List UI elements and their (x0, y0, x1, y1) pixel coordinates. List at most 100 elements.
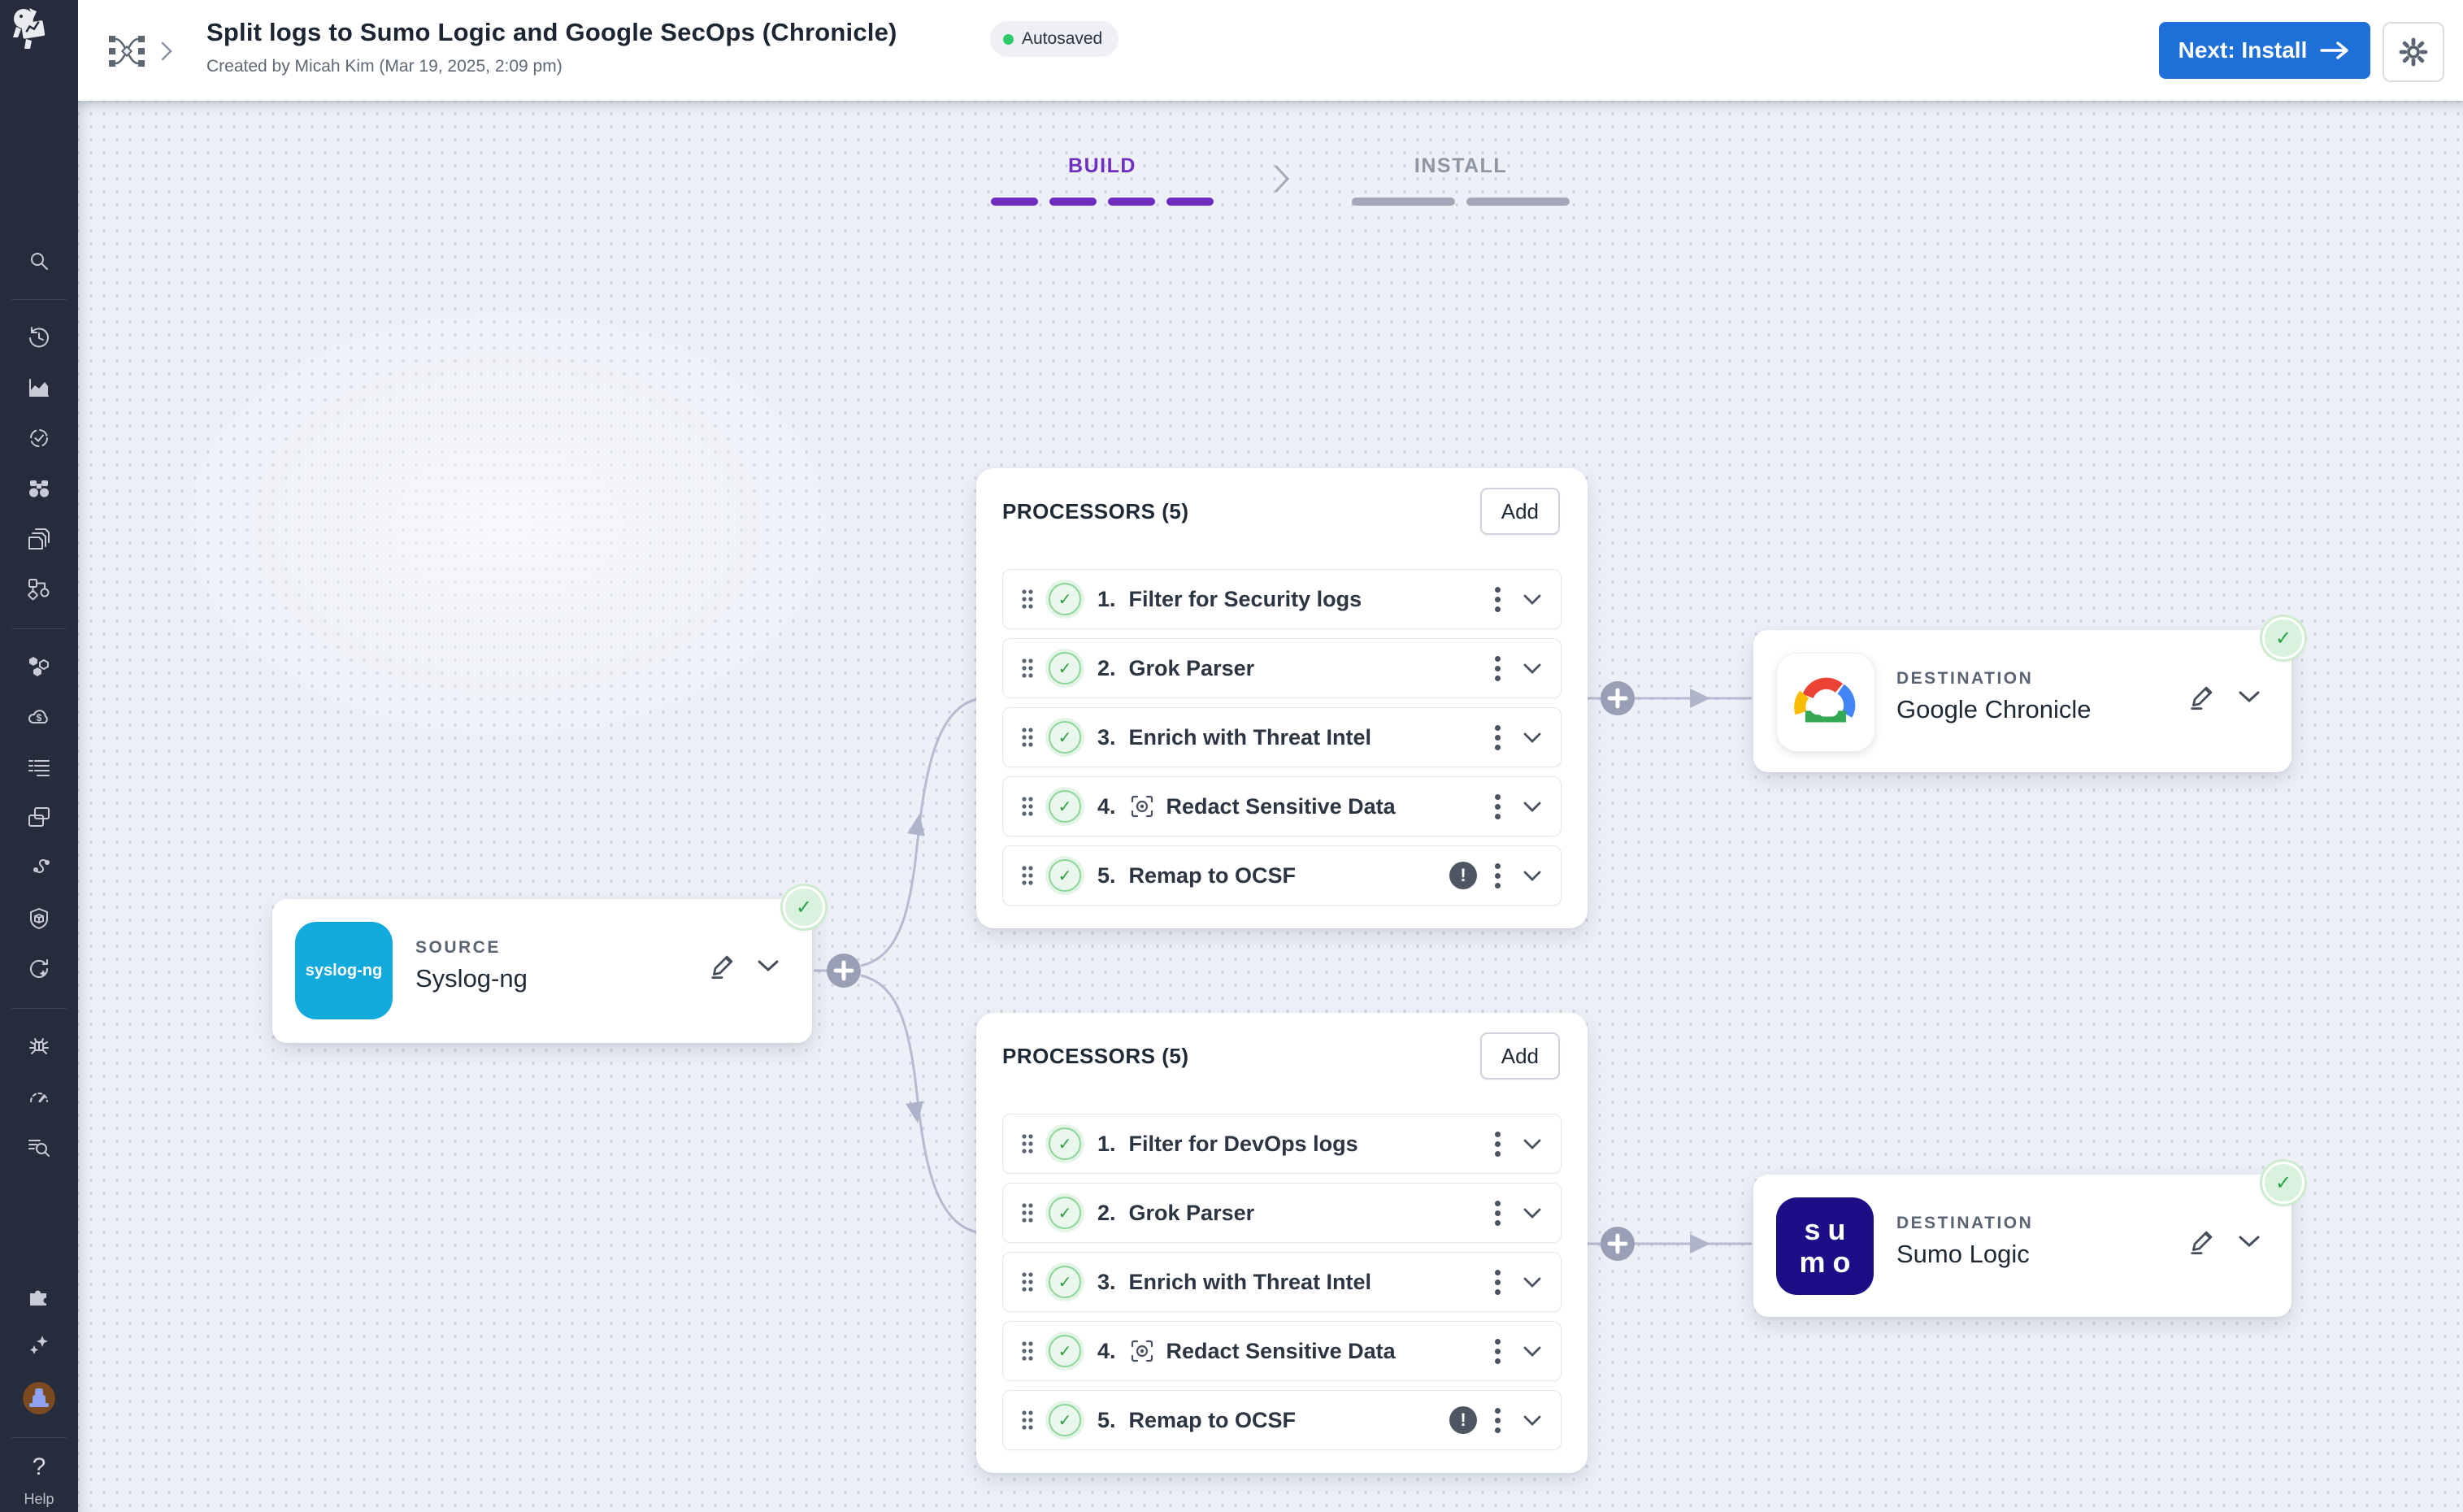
layers-icon[interactable] (27, 527, 51, 551)
connection-edges (814, 681, 1752, 1261)
kebab-menu-icon[interactable] (1492, 1267, 1504, 1298)
sparkles-icon[interactable] (27, 1333, 51, 1358)
add-node-button[interactable] (827, 954, 861, 988)
chevron-down-icon[interactable] (1523, 1415, 1541, 1426)
check-icon: ✓ (1049, 1335, 1081, 1367)
drag-handle-icon[interactable] (1021, 1271, 1034, 1293)
kebab-menu-icon[interactable] (1492, 1197, 1504, 1229)
destination-node-sumo-logic[interactable]: su mo DESTINATION Sumo Logic ✓ (1753, 1162, 2304, 1317)
software-catalog-icon[interactable] (27, 806, 51, 830)
sidebar-divider (11, 299, 67, 300)
edge-arrow-right (1690, 1234, 1710, 1253)
destination-name: Sumo Logic (1896, 1240, 2030, 1268)
chevron-down-icon[interactable] (1523, 802, 1541, 812)
kebab-menu-icon[interactable] (1492, 1128, 1504, 1160)
chevron-down-icon[interactable] (2238, 690, 2261, 707)
profiling-gauge-icon[interactable] (27, 1084, 51, 1109)
processor-title: Grok Parser (1128, 1200, 1255, 1225)
puzzle-icon[interactable] (27, 1283, 51, 1307)
add-processor-button[interactable]: Add (1479, 488, 1560, 535)
hexagons-icon[interactable] (27, 654, 51, 679)
sidebar-divider (11, 1437, 67, 1438)
status-check-badge: ✓ (783, 886, 825, 928)
processor-row[interactable]: ✓ 2. Grok Parser (1002, 1183, 1562, 1243)
processor-title: Enrich with Threat Intel (1128, 724, 1372, 749)
logs-lines-icon[interactable] (27, 755, 51, 780)
breadcrumb-chevron-icon (159, 41, 174, 66)
drag-handle-icon[interactable] (1021, 588, 1034, 610)
kebab-menu-icon[interactable] (1492, 1405, 1504, 1436)
check-icon: ✓ (1049, 790, 1081, 823)
kebab-menu-icon[interactable] (1492, 791, 1504, 823)
chevron-down-icon[interactable] (1523, 1277, 1541, 1288)
apm-trace-icon[interactable] (27, 856, 51, 880)
help-icon[interactable]: ? (32, 1453, 46, 1480)
chevron-down-icon[interactable] (1523, 732, 1541, 743)
metrics-chart-icon[interactable] (27, 376, 51, 400)
sync-sparkle-icon[interactable] (27, 957, 51, 981)
check-icon: ✓ (1049, 1197, 1081, 1229)
processor-row[interactable]: ✓ 2. Grok Parser (1002, 638, 1562, 698)
kebab-menu-icon[interactable] (1492, 860, 1504, 892)
edit-pencil-icon[interactable] (708, 953, 736, 980)
log-search-icon[interactable] (27, 1135, 51, 1159)
add-node-button[interactable] (1601, 1227, 1635, 1261)
processor-row[interactable]: ✓ 5. Remap to OCSF ! (1002, 845, 1562, 906)
source-name: Syslog-ng (415, 964, 528, 993)
drag-handle-icon[interactable] (1021, 1409, 1034, 1432)
user-avatar[interactable] (23, 1382, 55, 1414)
next-install-button[interactable]: Next: Install (2159, 22, 2370, 79)
step-build[interactable]: BUILD (971, 154, 1233, 206)
workflow-icon[interactable] (27, 577, 51, 602)
processor-number: 2. (1097, 1200, 1116, 1225)
drag-handle-icon[interactable] (1021, 1340, 1034, 1362)
chevron-down-icon[interactable] (1523, 663, 1541, 674)
edit-pencil-icon[interactable] (2187, 1228, 2215, 1256)
chevron-down-icon[interactable] (2238, 1235, 2261, 1252)
history-icon[interactable] (27, 325, 51, 350)
drag-handle-icon[interactable] (1021, 726, 1034, 749)
datadog-logo[interactable] (5, 5, 50, 55)
destination-node-google-chronicle[interactable]: DESTINATION Google Chronicle ✓ (1753, 617, 2304, 772)
observability-pipelines-icon[interactable] (109, 36, 145, 67)
processor-title: Remap to OCSF (1128, 1407, 1297, 1432)
processor-row[interactable]: ✓ 3. Enrich with Threat Intel (1002, 707, 1562, 767)
source-node[interactable]: syslog-ng SOURCE Syslog-ng ✓ (272, 886, 825, 1043)
check-icon: ✓ (1049, 721, 1081, 754)
kebab-menu-icon[interactable] (1492, 1336, 1504, 1367)
edit-pencil-icon[interactable] (2187, 684, 2215, 711)
watchdog-check-icon[interactable] (27, 426, 51, 450)
add-node-button[interactable] (1601, 681, 1635, 715)
chevron-down-icon[interactable] (757, 959, 780, 976)
pipeline-canvas: BUILD INSTALL syslog-ng SOURCE Syslog-ng… (78, 101, 2463, 1512)
step-install[interactable]: INSTALL (1330, 154, 1592, 206)
search-icon[interactable] (27, 249, 51, 273)
processor-row[interactable]: ✓ 1. Filter for Security logs (1002, 569, 1562, 629)
processor-row[interactable]: ✓ 3. Enrich with Threat Intel (1002, 1252, 1562, 1312)
kebab-menu-icon[interactable] (1492, 722, 1504, 754)
security-shield-icon[interactable] (27, 906, 51, 931)
drag-handle-icon[interactable] (1021, 1132, 1034, 1155)
help-label[interactable]: Help (24, 1491, 54, 1507)
drag-handle-icon[interactable] (1021, 1201, 1034, 1224)
chevron-down-icon[interactable] (1523, 871, 1541, 881)
chevron-down-icon[interactable] (1523, 594, 1541, 605)
settings-gear-button[interactable] (2383, 22, 2444, 82)
drag-handle-icon[interactable] (1021, 657, 1034, 680)
chevron-down-icon[interactable] (1523, 1208, 1541, 1219)
edge-arrow-right (1690, 689, 1710, 708)
processor-row[interactable]: ✓ 4. Redact Sensitive Data (1002, 1321, 1562, 1381)
chevron-down-icon[interactable] (1523, 1346, 1541, 1357)
cloud-cost-icon[interactable]: $ (27, 705, 51, 729)
processor-row[interactable]: ✓ 1. Filter for DevOps logs (1002, 1114, 1562, 1174)
kebab-menu-icon[interactable] (1492, 584, 1504, 615)
drag-handle-icon[interactable] (1021, 795, 1034, 818)
chevron-down-icon[interactable] (1523, 1139, 1541, 1149)
processor-row[interactable]: ✓ 5. Remap to OCSF ! (1002, 1390, 1562, 1450)
kebab-menu-icon[interactable] (1492, 653, 1504, 684)
processor-row[interactable]: ✓ 4. Redact Sensitive Data (1002, 776, 1562, 836)
bug-icon[interactable] (27, 1034, 51, 1058)
binoculars-icon[interactable] (27, 476, 51, 501)
drag-handle-icon[interactable] (1021, 864, 1034, 887)
add-processor-button[interactable]: Add (1479, 1032, 1560, 1080)
